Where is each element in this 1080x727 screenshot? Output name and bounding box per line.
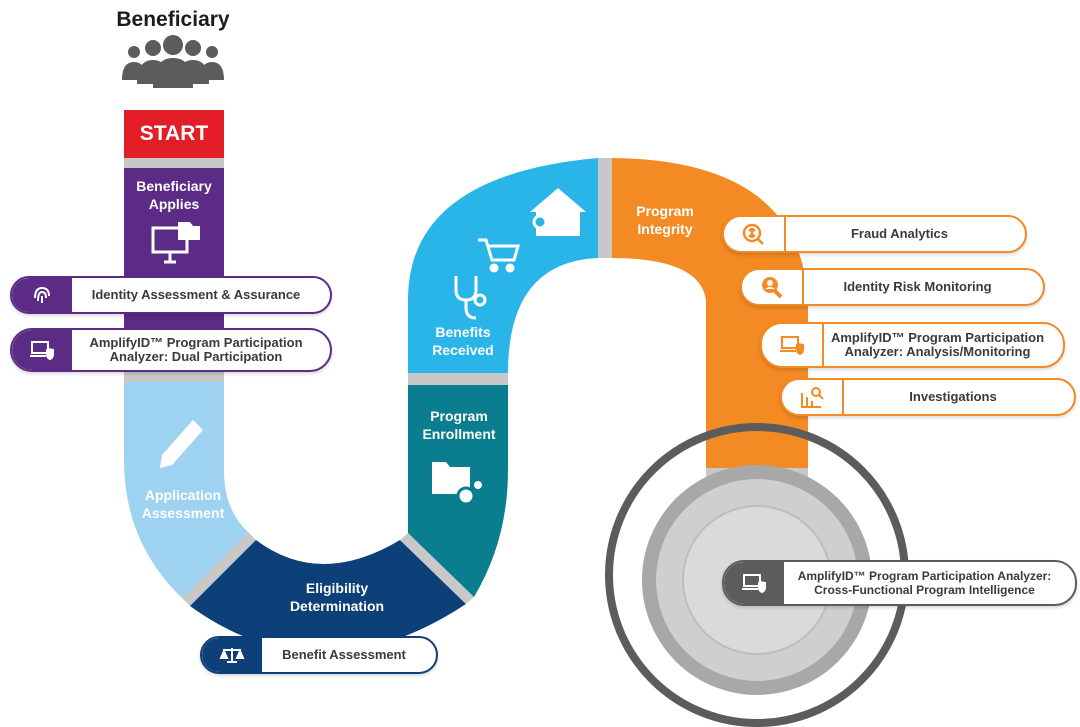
callout-dual-participation: AmplifyID™ Program Participation Analyze… [10,328,332,372]
monitor-folder-icon [151,222,200,264]
cart-icon [478,238,520,273]
callout-investigations-label: Investigations [909,389,997,404]
callout-identity-assessment-label: Identity Assessment & Assurance [91,287,301,302]
callout-cross-functional-label: AmplifyID™ Program Participation Analyze… [797,569,1052,597]
callout-fraud-analytics: Fraud Analytics [722,215,1027,253]
stage-application-assessment [124,382,248,598]
page-title: Beneficiary [116,8,230,31]
start-label: START [139,122,209,145]
people-icon [122,35,224,88]
callout-fraud-analytics-label: Fraud Analytics [850,226,949,241]
scales-icon [202,638,262,672]
callout-identity-risk: Identity Risk Monitoring [740,268,1045,306]
stage-program-integrity-label: Program Integrity [636,203,694,237]
dollar-search-icon [724,217,786,251]
callout-benefit-assessment: Benefit Assessment [200,636,438,674]
stage-enrollment-label: Program Enrollment [422,408,496,442]
callout-investigations: Investigations [780,378,1076,416]
callout-cross-functional: AmplifyID™ Program Participation Analyze… [722,560,1077,606]
stage-applies-label: Beneficiary Applies [136,178,212,212]
laptop-shield-icon [762,324,824,366]
house-people-icon [530,188,586,236]
stethoscope-icon [454,276,487,320]
folder-gears-icon [432,462,484,506]
stage-eligibility [190,540,466,653]
callout-identity-assessment: Identity Assessment & Assurance [10,276,332,314]
stage-application-assessment-label: Application Assessment [141,487,225,521]
pencil-icon [160,420,203,468]
stage-benefits-received-label: Benefits Received [432,324,494,358]
start-block [124,110,224,158]
chart-search-icon [782,380,844,414]
fingerprint-icon [12,278,72,312]
magnifier-person-icon [742,270,804,304]
callout-benefit-assessment-label: Benefit Assessment [282,647,406,662]
callout-analysis-monitoring: AmplifyID™ Program Participation Analyze… [760,322,1065,368]
laptop-shield-icon [12,330,72,370]
callout-dual-participation-label: AmplifyID™ Program Participation Analyze… [89,335,303,364]
callout-identity-risk-label: Identity Risk Monitoring [843,279,992,294]
stage-eligibility-label: Eligibility Determination [289,580,385,614]
laptop-shield-icon [724,562,784,604]
callout-analysis-monitoring-label: AmplifyID™ Program Participation Analyze… [830,330,1045,359]
